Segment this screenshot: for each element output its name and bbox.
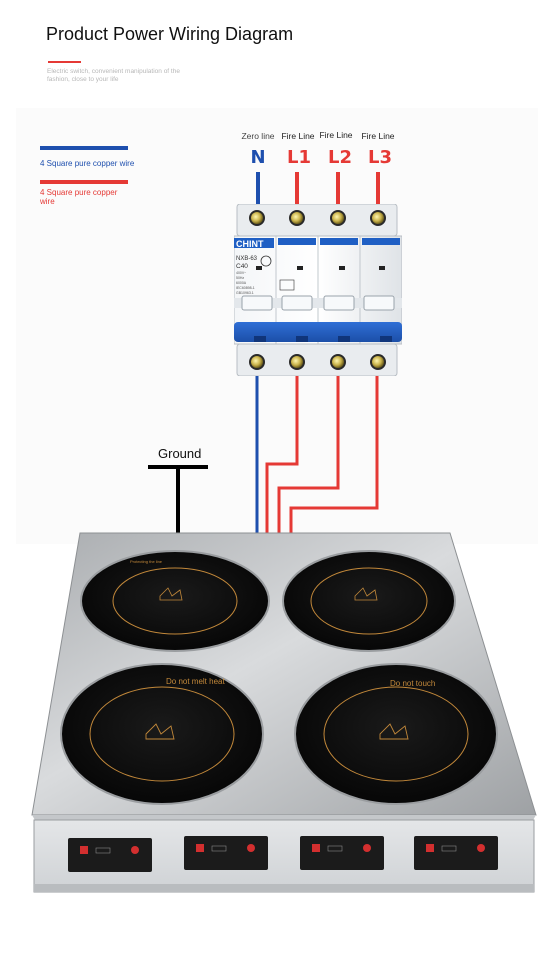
control-panel-1: [68, 838, 152, 872]
control-panel-4: [414, 836, 498, 870]
terminal-l2-name: Fire Line: [319, 130, 353, 140]
top-screws: [249, 210, 386, 226]
burner-front-right: Do not touch: [294, 663, 498, 805]
circuit-breaker: CHINT NXB-63 C40 400V~ 50Hz 6000A IEC608…: [234, 204, 402, 376]
breaker-spec-2: 50Hz: [236, 276, 244, 280]
burner-label-touch: Do not touch: [390, 679, 435, 688]
wire-l1-down: [265, 372, 299, 536]
wire-l3-down: [289, 372, 379, 536]
burner-front-left: Do not melt heat: [60, 663, 264, 805]
legend-red-label: 4 Square pure copper wire: [40, 188, 118, 206]
subtitle: Electric switch, convenient manipulation…: [47, 68, 180, 83]
terminal-l3-code: L3: [368, 147, 392, 168]
terminal-l1-code: L1: [287, 147, 311, 168]
terminal-n-code: N: [250, 147, 266, 168]
burner-label-melt: Do not melt heat: [166, 677, 225, 686]
burner-back-right: [282, 550, 456, 652]
legend-red-line: [40, 180, 128, 184]
terminal-n-name: Zero line: [241, 131, 275, 141]
ground-label: Ground: [158, 446, 202, 461]
page-title: Product Power Wiring Diagram: [46, 24, 294, 44]
terminal-l3-name: Fire Line: [361, 131, 395, 141]
breaker-spec-4: IEC60898-1: [236, 286, 255, 290]
breaker-model: NXB-63: [236, 256, 258, 262]
burner-back-left: Protecting the line: [80, 550, 270, 652]
terminal-l2-code: L2: [328, 147, 352, 168]
control-panel-2: [184, 836, 268, 870]
induction-cooktop: Protecting the line Do not melt heat Do …: [31, 532, 537, 893]
breaker-rating: C40: [236, 263, 248, 270]
title-underline: [48, 61, 81, 63]
legend-blue-label: 4 Square pure copper wire: [40, 159, 135, 168]
breaker-handles: [241, 295, 395, 311]
breaker-spec-3: 6000A: [236, 281, 247, 285]
breaker-spec-5: GB10963.1: [236, 291, 254, 295]
control-panel-3: [300, 836, 384, 870]
bottom-screws: [249, 354, 386, 370]
breaker-spec-1: 400V~: [236, 271, 246, 275]
svg-text:Protecting the line: Protecting the line: [130, 559, 163, 564]
terminal-l1-name: Fire Line: [281, 131, 315, 141]
legend-blue-line: [40, 146, 128, 150]
wire-l2-down: [277, 372, 340, 536]
breaker-brand: CHINT: [236, 239, 264, 249]
